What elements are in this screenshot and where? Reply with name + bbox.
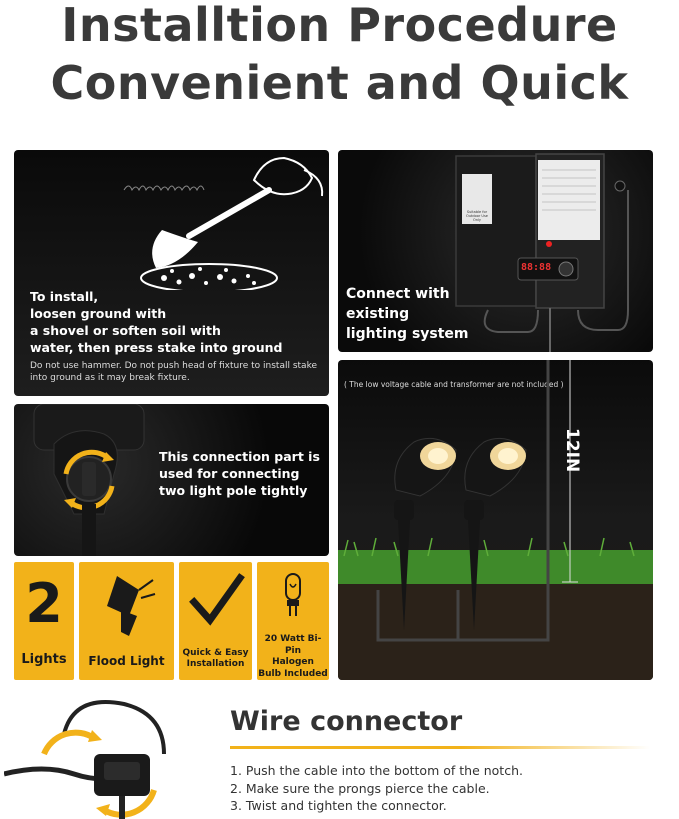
shovel-illustration xyxy=(123,156,324,290)
wire-connector-illustration xyxy=(4,700,166,819)
not-included-note: ( The low voltage cable and transformer … xyxy=(344,380,564,389)
installed-lights-illustration xyxy=(338,360,653,680)
timer-display: 88:88 xyxy=(521,262,552,273)
badge-label: Quick & Easy Installation xyxy=(182,648,249,669)
list-item: 2. Make sure the prongs pierce the cable… xyxy=(230,780,490,796)
connection-part-illustration xyxy=(33,404,145,556)
checkmark-icon xyxy=(189,573,245,626)
transformer-illustration xyxy=(455,153,629,352)
page-title-line1: Installtion Procedure xyxy=(61,0,618,52)
connection-part-description: This connection part is used for connect… xyxy=(159,449,320,498)
transformer-description: Connect with existing lighting system xyxy=(346,286,469,342)
badge-label: Lights xyxy=(21,652,67,667)
wire-connector-title: Wire connector xyxy=(230,706,463,737)
badge-label: Flood Light xyxy=(88,654,165,668)
badge-flood-light: Flood Light xyxy=(79,562,174,680)
page-title-line2: Convenient and Quick xyxy=(50,56,629,110)
badge-label: 20 Watt Bi-Pin Halogen Bulb Included xyxy=(258,634,328,679)
list-item: 3. Twist and tighten the connector. xyxy=(230,798,447,813)
wire-connector-steps: 1. Push the cable into the bottom of the… xyxy=(230,762,523,815)
badge-quick-install: Quick & Easy Installation xyxy=(179,562,252,680)
halogen-bulb-icon xyxy=(285,573,301,616)
badge-count: 2 xyxy=(25,572,63,635)
wire-connector-underline xyxy=(230,746,650,749)
install-panel: To install, loosen ground with a shovel … xyxy=(14,150,329,396)
list-item: 1. Push the cable into the bottom of the… xyxy=(230,763,523,778)
flood-light-icon xyxy=(107,576,156,636)
lights-panel: ( The low voltage cable and transformer … xyxy=(338,360,653,680)
install-instructions: To install, loosen ground with a shovel … xyxy=(30,289,283,355)
transformer-panel: Suitable for Outdoor Use Only 88:88 Conn… xyxy=(338,150,653,352)
badge-halogen-bulb: 20 Watt Bi-Pin Halogen Bulb Included xyxy=(257,562,329,680)
sticker-text: Suitable for Outdoor Use Only xyxy=(466,210,488,222)
connection-part-panel: This connection part is used for connect… xyxy=(14,404,329,556)
install-warning-note: Do not use hammer. Do not push head of f… xyxy=(30,361,317,383)
badge-two-lights: 2 Lights xyxy=(14,562,74,680)
height-dimension-label: 12IN xyxy=(562,428,582,473)
